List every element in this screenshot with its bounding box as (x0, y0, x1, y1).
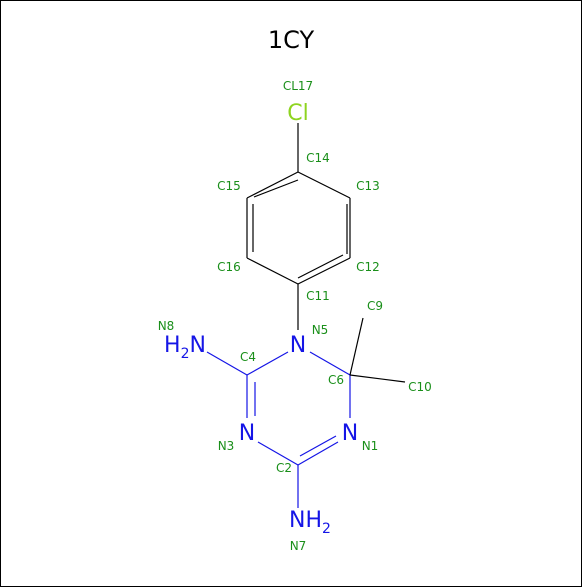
bond-c11-c16 (246, 257, 299, 285)
label-c9: C9 (367, 299, 383, 313)
label-n1: N1 (362, 439, 379, 453)
nitrogen-atom-n5: N (290, 333, 306, 358)
label-n5: N5 (312, 323, 329, 337)
bond-c12-c11 (297, 257, 351, 285)
bond-n5-c6 (309, 351, 351, 376)
label-c16: C16 (217, 260, 241, 274)
label-n7: N7 (290, 539, 307, 553)
label-c4: C4 (240, 350, 256, 364)
bond-c11-c12-inner (297, 254, 344, 279)
nitrogen-atom-n3: N (239, 421, 255, 446)
label-c14: C14 (306, 151, 330, 165)
molecule-title: 1CY (268, 26, 315, 54)
chlorine-atom: Cl (287, 101, 308, 126)
label-c13: C13 (356, 179, 380, 193)
bonds (206, 123, 406, 508)
label-n3: N3 (218, 439, 235, 453)
label-cl17: CL17 (283, 79, 313, 93)
label-c15: C15 (217, 179, 241, 193)
bond-c6-c9 (349, 317, 364, 376)
label-c12: C12 (356, 260, 380, 274)
label-n8: N8 (158, 319, 175, 333)
bond-n3-c2 (257, 441, 299, 466)
bond-c6-c10 (349, 374, 406, 383)
bond-c15-c14-inner (253, 179, 299, 198)
atom-labels: CL17 C14 C15 C13 C16 C12 C11 C9 N8 N5 C4… (158, 79, 432, 553)
bond-n5-c4 (246, 351, 289, 376)
amine-group-n8: H2N (164, 333, 206, 362)
bond-c2-n1 (297, 441, 339, 466)
amine-group-n7: NH2 (289, 508, 331, 537)
bond-c2-n1-inner (299, 435, 337, 457)
label-c2: C2 (276, 461, 292, 475)
bond-c4-n8 (206, 351, 248, 376)
nitrogen-atom-n1: N (342, 421, 358, 446)
bond-c14-c13 (297, 171, 351, 199)
label-c11: C11 (306, 289, 330, 303)
label-c10: C10 (408, 380, 432, 394)
label-c6: C6 (328, 373, 344, 387)
bond-c14-c15 (246, 171, 299, 199)
